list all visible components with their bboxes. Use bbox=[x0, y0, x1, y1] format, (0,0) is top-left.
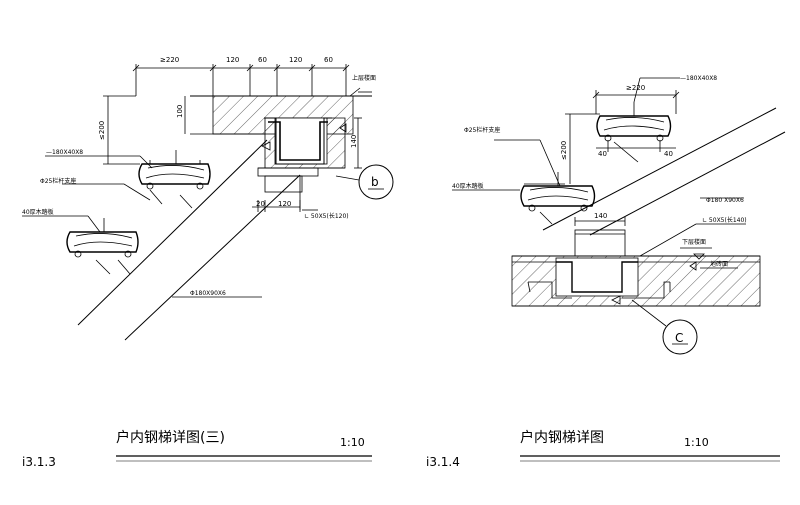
dim-140: 140 bbox=[350, 135, 358, 148]
label-tread: 40厚木踏板 bbox=[22, 208, 54, 216]
label-rail-right: Φ25栏杆支座 bbox=[464, 126, 500, 134]
label-angle-right: ∟ 50X5(长140) bbox=[702, 216, 747, 224]
dim-100: 100 bbox=[176, 105, 184, 118]
left-title: 户内钢梯详图(三) bbox=[116, 429, 225, 446]
channel-steel bbox=[268, 121, 328, 161]
right-scale: 1:10 bbox=[684, 436, 709, 449]
tread-upper-right bbox=[596, 102, 672, 142]
label-plate-right: —180X40X8 bbox=[680, 75, 717, 82]
dim-120-plate: 120 bbox=[278, 200, 291, 208]
dim-220: ≥220 bbox=[160, 56, 179, 64]
stringer-bottom-edge bbox=[124, 174, 301, 341]
stringer-top-edge bbox=[77, 139, 268, 326]
label-lower-floor: 下层楼面 bbox=[682, 238, 706, 246]
base-plate bbox=[257, 167, 319, 177]
dim-20: 20 bbox=[256, 200, 265, 208]
callout-c-text: C bbox=[675, 331, 683, 345]
label-rail-support: Φ25栏杆支座 bbox=[40, 177, 76, 185]
label-tread-right: 40厚木踏板 bbox=[452, 182, 484, 190]
stringer-bottom-right bbox=[589, 131, 786, 236]
callout-b-text: b bbox=[371, 175, 379, 189]
tread-lower bbox=[66, 218, 139, 258]
right-title-underline bbox=[520, 455, 780, 462]
right-detail bbox=[452, 77, 786, 355]
left-code: i3.1.3 bbox=[22, 455, 56, 469]
dim-120b: 120 bbox=[289, 56, 302, 64]
dim-200: ≤200 bbox=[98, 121, 106, 140]
dim-40b: 40 bbox=[664, 150, 673, 158]
embedded-channel bbox=[556, 261, 638, 293]
dim-60a: 60 bbox=[258, 56, 267, 64]
dim-200-right: ≤200 bbox=[560, 141, 568, 160]
left-detail bbox=[22, 64, 394, 341]
callout-circle-b bbox=[358, 164, 394, 200]
label-upper-floor: 上层楼面 bbox=[352, 74, 376, 82]
dim-60b: 60 bbox=[324, 56, 333, 64]
left-title-underline bbox=[116, 455, 372, 462]
label-finish: 地砖面 bbox=[710, 260, 728, 268]
label-plate: —180X40X8 bbox=[46, 149, 83, 156]
tread-upper bbox=[138, 150, 211, 190]
tread-mid-right bbox=[520, 172, 596, 212]
callout-circle-c bbox=[662, 319, 698, 355]
right-code: i3.1.4 bbox=[426, 455, 460, 469]
dim-40a: 40 bbox=[598, 150, 607, 158]
label-stringer-right: Φ180 X90X6 bbox=[706, 197, 744, 204]
stringer-top-right bbox=[542, 107, 777, 231]
dim-120a: 120 bbox=[226, 56, 239, 64]
left-text: ≥220 120 60 120 60 100 ≤200 140 20 120 上… bbox=[22, 56, 379, 469]
right-title: 户内钢梯详图 bbox=[520, 429, 604, 446]
left-scale: 1:10 bbox=[340, 436, 365, 449]
label-stringer: Φ180X90X6 bbox=[190, 290, 226, 297]
dim-220-right: ≥220 bbox=[626, 84, 645, 92]
dim-140-right: 140 bbox=[594, 212, 607, 220]
right-text: ≥220 —180X40X8 Φ25栏杆支座 ≤200 40 40 40厚木踏板… bbox=[426, 75, 747, 469]
label-angle: ∟ 50X5(长120) bbox=[304, 212, 349, 220]
